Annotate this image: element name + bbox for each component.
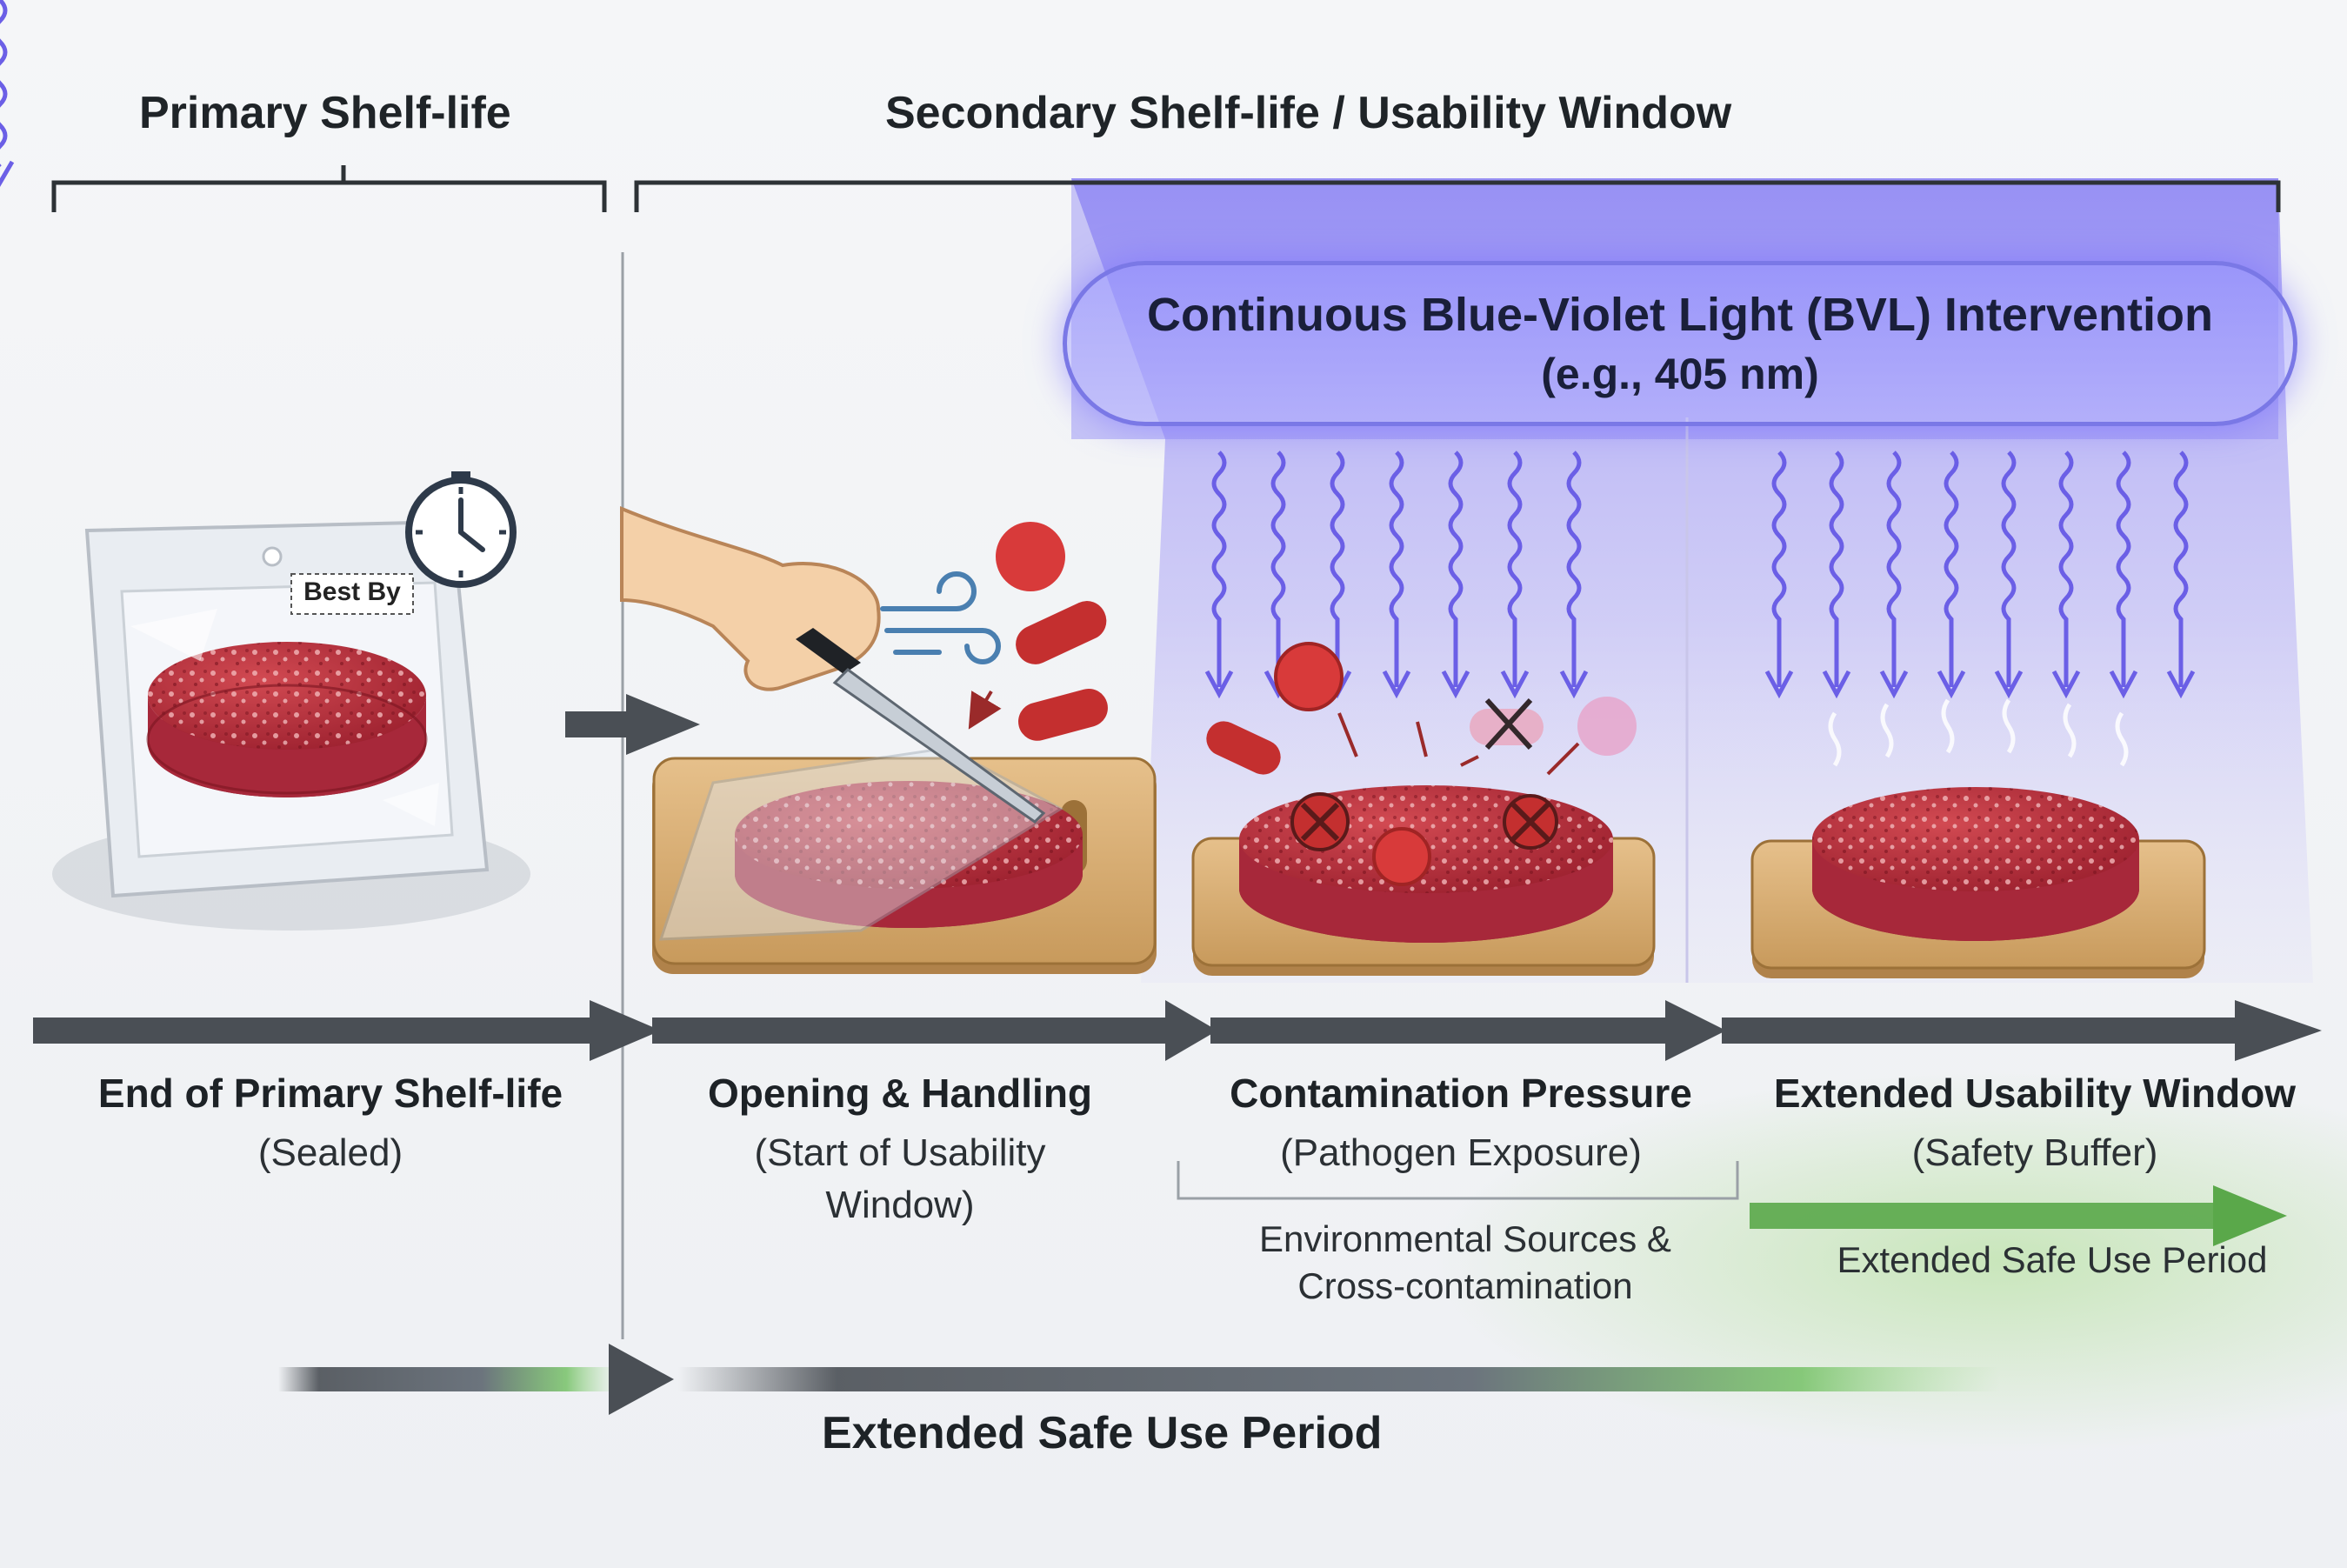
stage-2-subtitle: (Start of Usability Window) bbox=[754, 1131, 1046, 1226]
green-glow bbox=[1435, 1070, 2347, 1452]
secondary-header: Secondary Shelf-life / Usability Window bbox=[885, 88, 1732, 138]
bacteria-icon bbox=[968, 522, 1108, 741]
sealed-package bbox=[52, 519, 530, 931]
knife-icon bbox=[796, 628, 1046, 824]
light-waves-right bbox=[1764, 450, 2196, 699]
clock-icon bbox=[405, 471, 517, 588]
contamination-arrows bbox=[1337, 712, 1580, 776]
stage-4-note: Extended Safe Use Period bbox=[1837, 1239, 2268, 1280]
secondary-bracket bbox=[634, 180, 2281, 212]
stage-3-title: Contamination Pressure bbox=[1230, 1071, 1692, 1116]
stage-2-title: Opening & Handling bbox=[707, 1071, 1093, 1116]
open-patty bbox=[735, 781, 1083, 928]
primary-header: Primary Shelf-life bbox=[139, 88, 511, 138]
bvl-title: Continuous Blue-Violet Light (BVL) Inter… bbox=[1147, 289, 2213, 341]
timeline-arrow bbox=[33, 1000, 2322, 1061]
bottom-arrow bbox=[278, 1344, 2000, 1415]
contamination-bracket bbox=[1177, 1161, 1739, 1200]
light-waves-left bbox=[1204, 450, 1589, 699]
peeled-film bbox=[658, 746, 1064, 941]
bvl-subtitle: (e.g., 405 nm) bbox=[1541, 350, 1819, 398]
bvl-intervention-box: Continuous Blue-Violet Light (BVL) Inter… bbox=[1063, 261, 2297, 426]
protected-patty bbox=[1812, 787, 2139, 941]
bottom-period-label: Extended Safe Use Period bbox=[822, 1408, 1383, 1458]
stage-4-title: Extended Usability Window bbox=[1773, 1071, 2297, 1116]
stage-3-subtitle: (Pathogen Exposure) bbox=[1280, 1131, 1642, 1174]
stage-4-subtitle: (Safety Buffer) bbox=[1911, 1131, 2158, 1174]
virus-icon bbox=[1206, 642, 1637, 886]
wind-icon bbox=[880, 571, 1001, 664]
best-by-label: Best By bbox=[303, 577, 401, 606]
transition-arrow bbox=[565, 694, 700, 755]
x-mark-icon bbox=[1290, 697, 1558, 851]
light-wave-icon bbox=[0, 0, 15, 187]
stage-3-note: Environmental Sources & Cross-contaminat… bbox=[1259, 1218, 1671, 1306]
steam-icon bbox=[1828, 698, 2129, 767]
stage-1-title: End of Primary Shelf-life bbox=[97, 1071, 563, 1116]
stage-1-subtitle: (Sealed) bbox=[257, 1131, 403, 1174]
green-arrow bbox=[1750, 1185, 2287, 1246]
primary-bracket bbox=[51, 165, 607, 212]
